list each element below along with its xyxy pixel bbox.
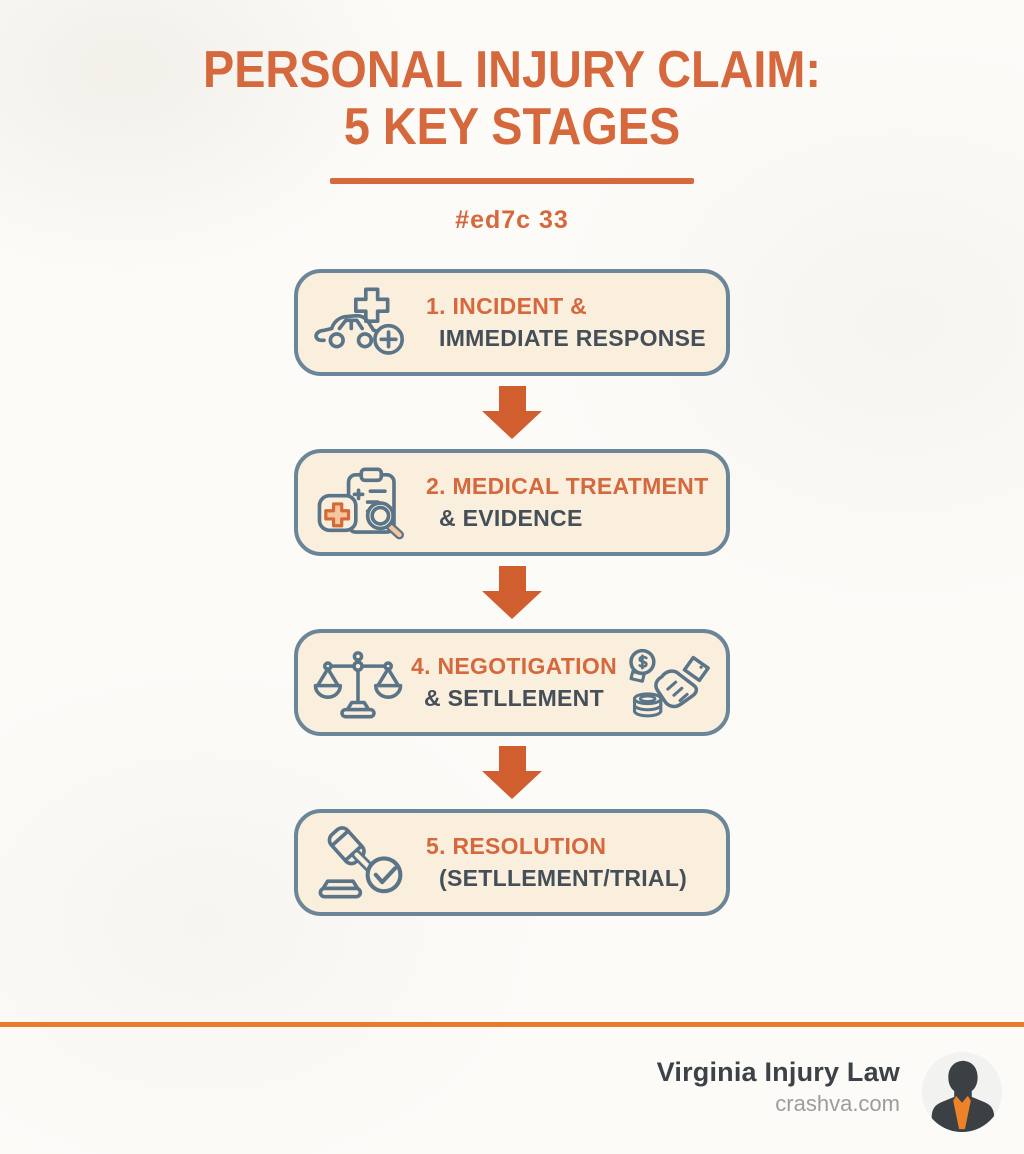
title-underline-divider (330, 178, 694, 185)
stage-title-accent: 2. MEDICAL TREATMENT (426, 473, 709, 500)
stage-title: 4. NEGOTIGATION & SETLLEMENT (411, 653, 617, 712)
stage-card-incident: 1. INCIDENT & IMMEDIATE RESPONSE (294, 269, 730, 377)
arrow-shaft (498, 746, 526, 772)
stage-title-accent: 5. RESOLUTION (426, 833, 607, 860)
page-title: PERSONAL INJURY CLAIM: 5 KEY STAGES (51, 41, 973, 157)
brand-name: Virginia Injury Law (656, 1057, 900, 1087)
stage-title: 1. INCIDENT & IMMEDIATE RESPONSE (426, 293, 706, 352)
brand-block: Virginia Injury Law crashva.com (657, 1057, 900, 1117)
stage-title-rest: & SETLLEMENT (424, 685, 604, 712)
stage-title-accent: 4. NEGOTIGATION (411, 653, 617, 680)
arrow-head (482, 771, 542, 800)
footer-divider (0, 1022, 1024, 1027)
gavel-check-icon (314, 822, 414, 904)
stage-title-accent: 1. INCIDENT & (426, 293, 588, 320)
medical-records-magnifier-icon (314, 462, 414, 544)
stage-card-medical: 2. MEDICAL TREATMENT & EVIDENCE (294, 449, 730, 557)
accent-color-hex-label: #ed7c 33 (455, 206, 569, 235)
car-accident-medical-icon (314, 282, 414, 364)
stage-title-rest: & EVIDENCE (439, 505, 583, 532)
stage-title-rest: (SETLLEMENT/TRIAL) (439, 865, 688, 892)
down-arrow-icon (0, 376, 1024, 449)
stage-card-resolution: 5. RESOLUTION (SETLLEMENT/TRIAL) (294, 809, 730, 917)
stage-title-rest: IMMEDIATE RESPONSE (439, 325, 706, 352)
header: PERSONAL INJURY CLAIM: 5 KEY STAGES #ed7… (0, 0, 1024, 235)
page-title-line2: 5 KEY STAGES (343, 98, 681, 157)
lawyer-silhouette-avatar (921, 1051, 1003, 1133)
down-arrow-icon (0, 736, 1024, 809)
brand-url: crashva.com (775, 1091, 900, 1116)
stage-flowchart: 1. INCIDENT & IMMEDIATE RESPONSE (0, 269, 1024, 917)
stage-title: 5. RESOLUTION (SETLLEMENT/TRIAL) (426, 833, 687, 892)
down-arrow-icon (0, 556, 1024, 629)
page-title-line1: PERSONAL INJURY CLAIM: (202, 41, 821, 99)
handshake-money-icon (624, 644, 716, 722)
arrow-shaft (498, 566, 526, 592)
arrow-head (482, 411, 542, 440)
stage-card-negotiation: 4. NEGOTIGATION & SETLLEMENT (294, 629, 730, 737)
arrow-shaft (498, 386, 526, 412)
arrow-head (482, 591, 542, 620)
stage-title: 2. MEDICAL TREATMENT & EVIDENCE (426, 473, 708, 532)
justice-scales-icon (312, 644, 404, 722)
